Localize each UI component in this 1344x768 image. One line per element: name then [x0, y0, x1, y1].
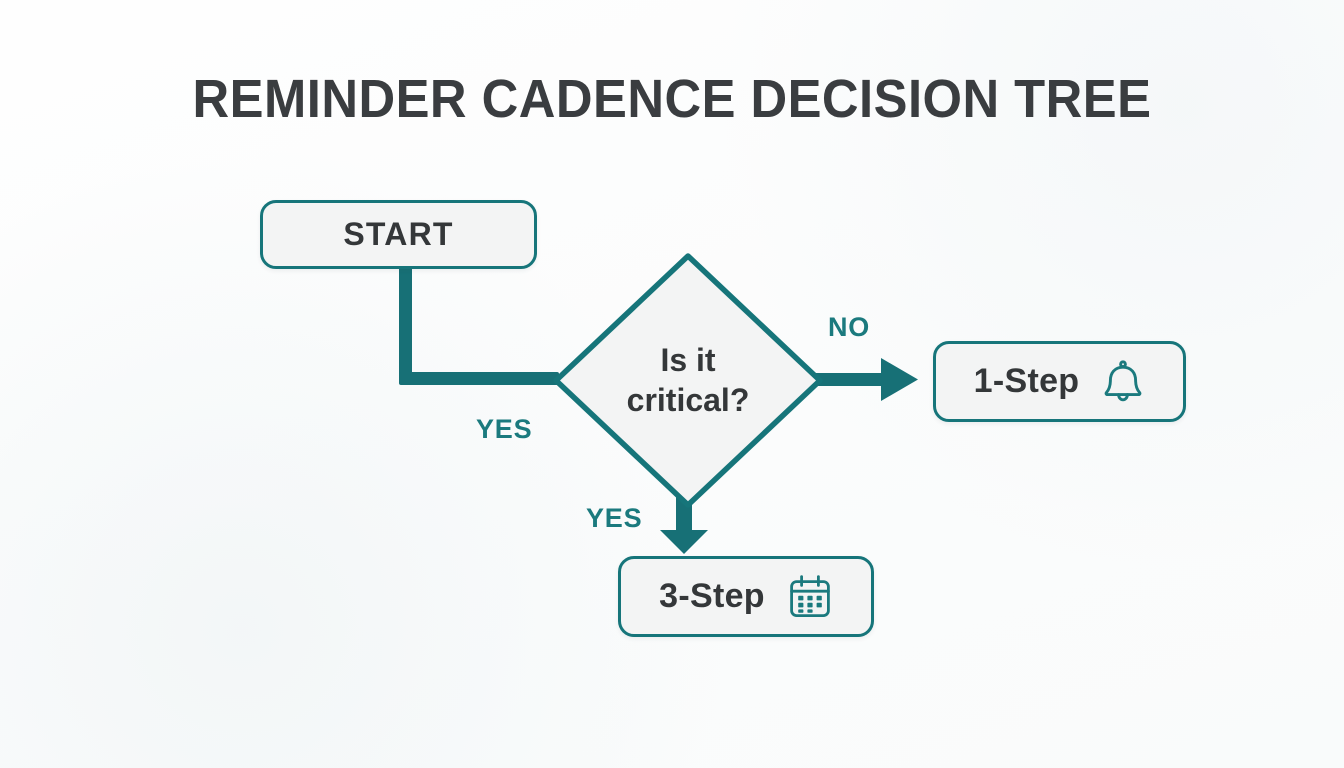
diamond-shape: [553, 253, 823, 508]
node-one-step-label: 1-Step: [973, 362, 1080, 400]
node-one-step[interactable]: 1-Step: [933, 341, 1186, 422]
node-three-step-label: 3-Step: [659, 577, 765, 615]
node-decision[interactable]: Is it critical?: [553, 253, 823, 508]
node-start-label: START: [343, 216, 454, 252]
node-three-step[interactable]: 3-Step: [618, 556, 874, 637]
edge-label-no: NO: [828, 312, 871, 342]
edge-label-yes-three-step: YES: [586, 503, 643, 533]
bell-icon: [1101, 359, 1145, 405]
arrow-decision-to-three-step: [660, 494, 708, 554]
calendar-icon: [787, 574, 833, 620]
arrow-decision-to-one-step: [815, 358, 918, 401]
edge-start-to-decision-horizontal: [399, 372, 559, 385]
node-start[interactable]: START: [260, 200, 537, 269]
page-title: REMINDER CADENCE DECISION TREE: [192, 69, 1152, 129]
edge-label-yes-start: YES: [476, 414, 533, 444]
edge-start-to-decision-vertical: [399, 266, 412, 379]
